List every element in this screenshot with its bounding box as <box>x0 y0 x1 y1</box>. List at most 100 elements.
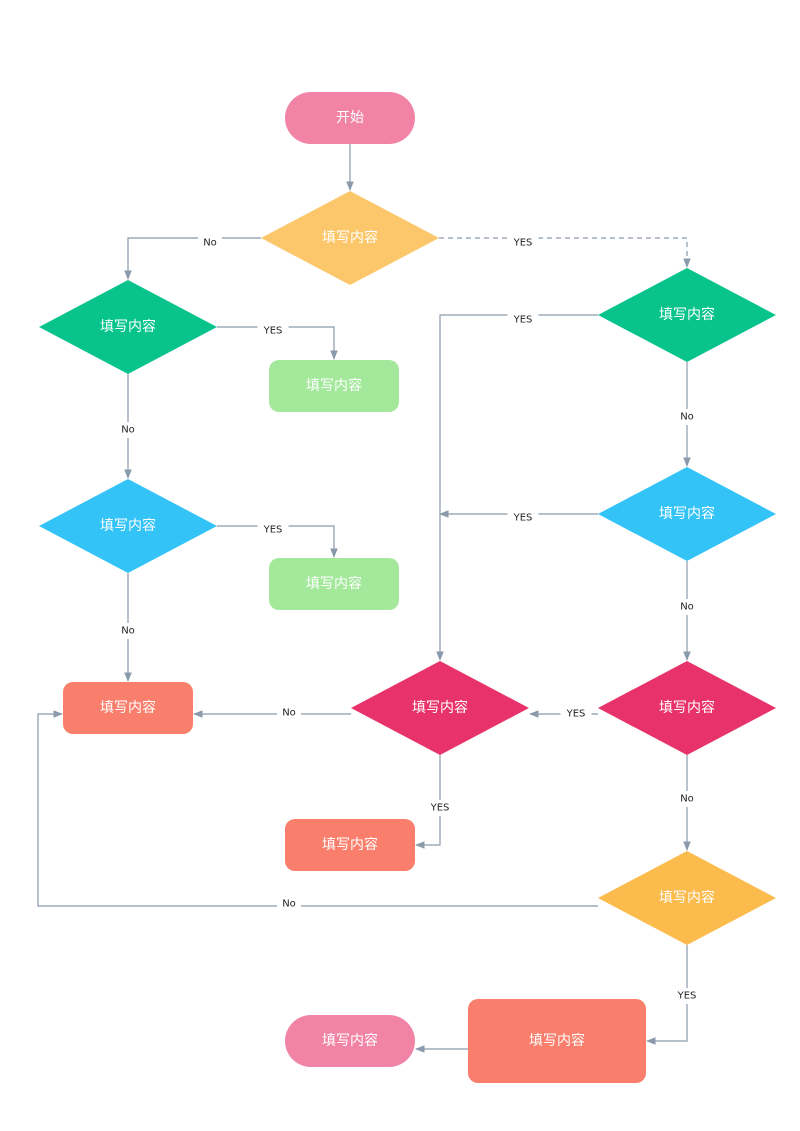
edge-label-d_right1-to-d_right2: No <box>675 409 699 425</box>
edge-label-text: YES <box>430 803 450 814</box>
edge-label-background <box>507 510 539 526</box>
edge-label-text: No <box>680 602 694 613</box>
decision-diamond <box>598 467 776 561</box>
process-box <box>63 682 193 734</box>
edge-label-text: No <box>282 708 296 719</box>
edge-label-background <box>675 791 699 807</box>
decision-diamond <box>598 268 776 362</box>
process-box <box>269 558 399 610</box>
node-d-mid[interactable]: 填写内容 <box>351 661 529 755</box>
node-d-left2[interactable]: 填写内容 <box>39 479 217 573</box>
edge-label-text: YES <box>263 326 283 337</box>
node-d-top[interactable]: 填写内容 <box>261 191 439 285</box>
node-label: 填写内容 <box>100 318 156 335</box>
edge-label-background <box>116 623 140 639</box>
node-label: 填写内容 <box>306 575 362 592</box>
connector-d_top-to-d_right1 <box>439 237 691 268</box>
node-label: 开始 <box>336 110 364 126</box>
process-box <box>285 819 415 871</box>
node-d-right2[interactable]: 填写内容 <box>598 467 776 561</box>
terminal-pill <box>285 1015 415 1067</box>
connector-d_mid-to-p_mid <box>415 755 441 849</box>
edge-label-text: No <box>282 899 296 910</box>
node-label: 填写内容 <box>659 505 715 522</box>
node-p-left2[interactable]: 填写内容 <box>269 558 399 610</box>
nodes-layer: 开始填写内容填写内容填写内容填写内容填写内容填写内容填写内容填写内容填写内容填写… <box>39 92 776 1083</box>
edge-label-d_mid-to-p_mid: YES <box>424 800 456 816</box>
edge-label-text: No <box>680 794 694 805</box>
connector-d_right4-to-p_left3 <box>37 710 598 907</box>
decision-diamond <box>261 191 439 285</box>
edge-label-d_top-to-d_left1: No <box>198 235 222 251</box>
edge-label-d_right3-to-d_right4: No <box>675 791 699 807</box>
node-end[interactable]: 填写内容 <box>285 1015 415 1067</box>
edge-label-background <box>675 599 699 615</box>
node-label: 填写内容 <box>659 889 715 906</box>
edge-label-text: No <box>121 425 135 436</box>
edge-label-background <box>116 422 140 438</box>
edge-label-background <box>671 988 703 1004</box>
edge-label-text: No <box>121 626 135 637</box>
edge-label-text: YES <box>263 525 283 536</box>
node-label: 填写内容 <box>659 699 715 716</box>
node-p-left3[interactable]: 填写内容 <box>63 682 193 734</box>
edge-label-d_right2-to-d_right3: No <box>675 599 699 615</box>
edge-label-text: No <box>203 238 217 249</box>
edge-label-background <box>507 312 539 328</box>
edge-label-d_right3-to-d_mid: YES <box>560 706 592 722</box>
node-d-left1[interactable]: 填写内容 <box>39 280 217 374</box>
node-p-bottom[interactable]: 填写内容 <box>468 999 646 1083</box>
process-box <box>269 360 399 412</box>
edge-label-background <box>507 235 539 251</box>
edge-label-text: YES <box>566 709 586 720</box>
edge-label-d_top-to-d_right1: YES <box>507 235 539 251</box>
node-label: 填写内容 <box>306 377 362 394</box>
edge-label-d_left2-to-p_left3: No <box>116 623 140 639</box>
edge-label-background <box>424 800 456 816</box>
connector-d_top-to-d_left1 <box>124 237 261 280</box>
edge-label-text: YES <box>677 991 697 1002</box>
connector-d_left1-to-p_left1 <box>217 326 338 360</box>
connector-d_left2-to-p_left2 <box>217 525 338 558</box>
decision-diamond <box>598 851 776 945</box>
process-box <box>468 999 646 1083</box>
connector-d_right4-to-p_bottom <box>646 945 688 1045</box>
edge-label-text: No <box>680 412 694 423</box>
node-start[interactable]: 开始 <box>285 92 415 144</box>
edge-label-background <box>560 706 592 722</box>
decision-diamond <box>39 479 217 573</box>
edge-label-background <box>198 235 222 251</box>
node-label: 填写内容 <box>322 229 378 246</box>
node-label: 填写内容 <box>100 699 156 716</box>
edge-label-d_right4-to-p_left3: No <box>277 896 301 912</box>
node-label: 填写内容 <box>412 699 468 716</box>
edge-label-d_left2-to-p_left2: YES <box>257 522 289 538</box>
decision-diamond <box>598 661 776 755</box>
edge-label-background <box>257 522 289 538</box>
edge-label-d_left1-to-d_left2: No <box>116 422 140 438</box>
node-d-right1[interactable]: 填写内容 <box>598 268 776 362</box>
edge-label-text: YES <box>513 513 533 524</box>
edge-label-d_mid-to-p_left3: No <box>277 705 301 721</box>
edge-label-background <box>257 323 289 339</box>
node-label: 填写内容 <box>322 836 378 853</box>
node-d-right3[interactable]: 填写内容 <box>598 661 776 755</box>
node-p-mid[interactable]: 填写内容 <box>285 819 415 871</box>
node-label: 填写内容 <box>529 1032 585 1049</box>
edge-label-text: YES <box>513 315 533 326</box>
edge-label-background <box>277 896 301 912</box>
node-label: 填写内容 <box>659 306 715 323</box>
decision-diamond <box>351 661 529 755</box>
terminal-pill <box>285 92 415 144</box>
edge-label-d_right4-to-p_bottom: YES <box>671 988 703 1004</box>
node-d-right4[interactable]: 填写内容 <box>598 851 776 945</box>
connector-d_right1-to-d_mid <box>436 314 598 661</box>
edge-label-text: YES <box>513 238 533 249</box>
edge-label-background <box>675 409 699 425</box>
decision-diamond <box>39 280 217 374</box>
edge-label-d_right2-to-d_mid: YES <box>507 510 539 526</box>
node-label: 填写内容 <box>100 517 156 534</box>
node-p-left1[interactable]: 填写内容 <box>269 360 399 412</box>
